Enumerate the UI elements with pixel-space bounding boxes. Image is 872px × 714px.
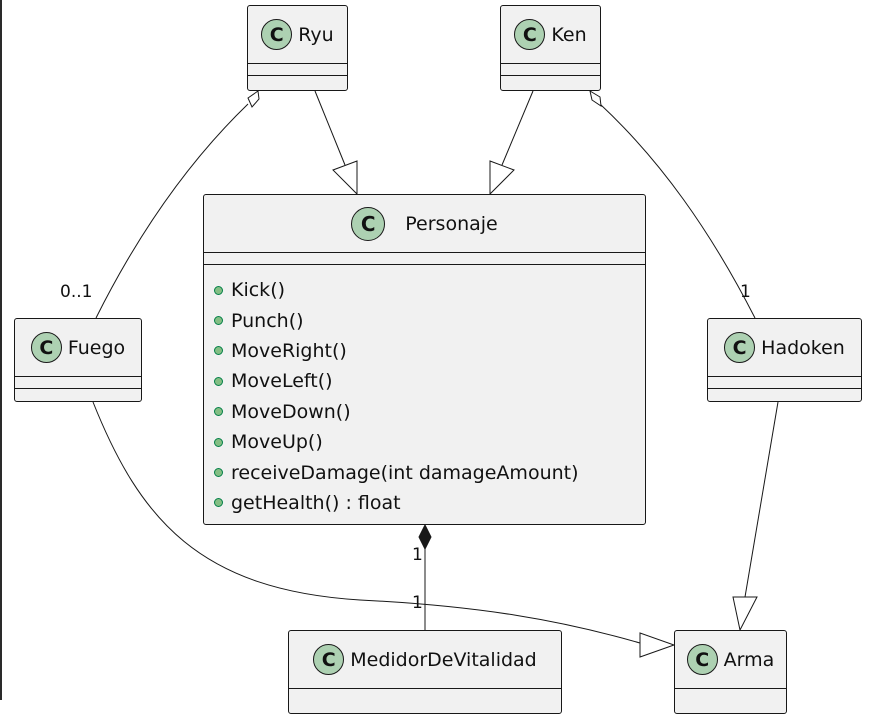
method-row: getHealth() : float [214,488,639,518]
divider [708,388,861,389]
window-left-border [0,0,2,700]
edge-fuego-arma [92,401,641,644]
divider [708,376,861,377]
inheritance-arrow-ryu [332,160,358,196]
method-list: Kick() Punch() MoveRight() MoveLeft() Mo… [214,275,639,518]
class-ken[interactable]: C Ken [500,5,601,91]
class-icon: C [514,19,546,50]
method-row: MoveUp() [214,427,639,457]
composition-diamond [418,523,432,551]
inheritance-arrow-ken [489,160,515,196]
multiplicity-medidor: 1 [412,593,423,613]
divider [15,376,141,377]
divider [15,388,141,389]
divider [675,688,786,689]
class-name-personaje: Personaje [405,212,498,235]
public-method-icon [214,498,223,508]
divider [501,75,600,76]
class-medidor-de-vitalidad[interactable]: C MedidorDeVitalidad [288,630,562,714]
class-name-medidor: MedidorDeVitalidad [350,648,537,671]
inheritance-arrow-hadoken [732,596,758,632]
method-row: MoveDown() [214,397,639,427]
divider [204,264,645,265]
multiplicity-personaje: 1 [412,545,423,565]
class-personaje[interactable]: C Personaje Kick() Punch() MoveRight() M… [203,194,646,525]
public-method-icon [214,316,223,326]
method-name: getHealth() : float [231,491,401,514]
class-icon: C [351,206,386,241]
class-name-ken: Ken [551,23,587,46]
aggregation-diamond-ryu [247,90,260,108]
divider [501,63,600,64]
class-icon: C [724,332,756,363]
class-icon: C [261,19,293,50]
divider [248,63,347,64]
class-name-hadoken: Hadoken [761,336,845,359]
public-method-icon [214,346,223,356]
class-icon: C [686,644,718,675]
multiplicity-ryu-fuego: 0..1 [60,282,93,302]
method-row: Punch() [214,305,639,335]
class-ryu[interactable]: C Ryu [247,5,348,91]
divider [248,75,347,76]
public-method-icon [214,407,223,417]
class-arma[interactable]: C Arma [674,630,787,714]
public-method-icon [214,285,223,295]
method-name: MoveRight() [231,339,347,362]
class-hadoken[interactable]: C Hadoken [707,318,862,402]
method-row: receiveDamage(int damageAmount) [214,457,639,487]
inheritance-arrow-fuego [639,632,676,658]
method-name: MoveDown() [231,400,351,423]
method-row: Kick() [214,275,639,305]
class-name-ryu: Ryu [298,23,334,46]
edge-ryu-fuego [95,103,249,319]
divider [289,688,561,689]
edge-ken-personaje [501,90,534,166]
method-name: MoveLeft() [231,370,333,393]
class-name-arma: Arma [723,648,775,671]
public-method-icon [214,437,223,447]
method-name: Kick() [231,279,286,302]
edge-ryu-personaje [314,90,346,166]
multiplicity-ken-hadoken: 1 [740,282,751,302]
class-name-fuego: Fuego [67,336,126,359]
divider [204,252,645,253]
method-name: receiveDamage(int damageAmount) [231,461,579,484]
class-fuego[interactable]: C Fuego [14,318,142,402]
method-row: MoveLeft() [214,366,639,396]
edge-ken-hadoken [599,103,756,319]
aggregation-diamond-ken [589,89,602,108]
public-method-icon [214,376,223,386]
class-icon: C [30,332,62,363]
class-icon: C [313,644,345,675]
method-row: MoveRight() [214,336,639,366]
method-name: MoveUp() [231,431,323,454]
public-method-icon [214,468,223,478]
method-name: Punch() [231,309,304,332]
edge-hadoken-arma [744,401,779,598]
